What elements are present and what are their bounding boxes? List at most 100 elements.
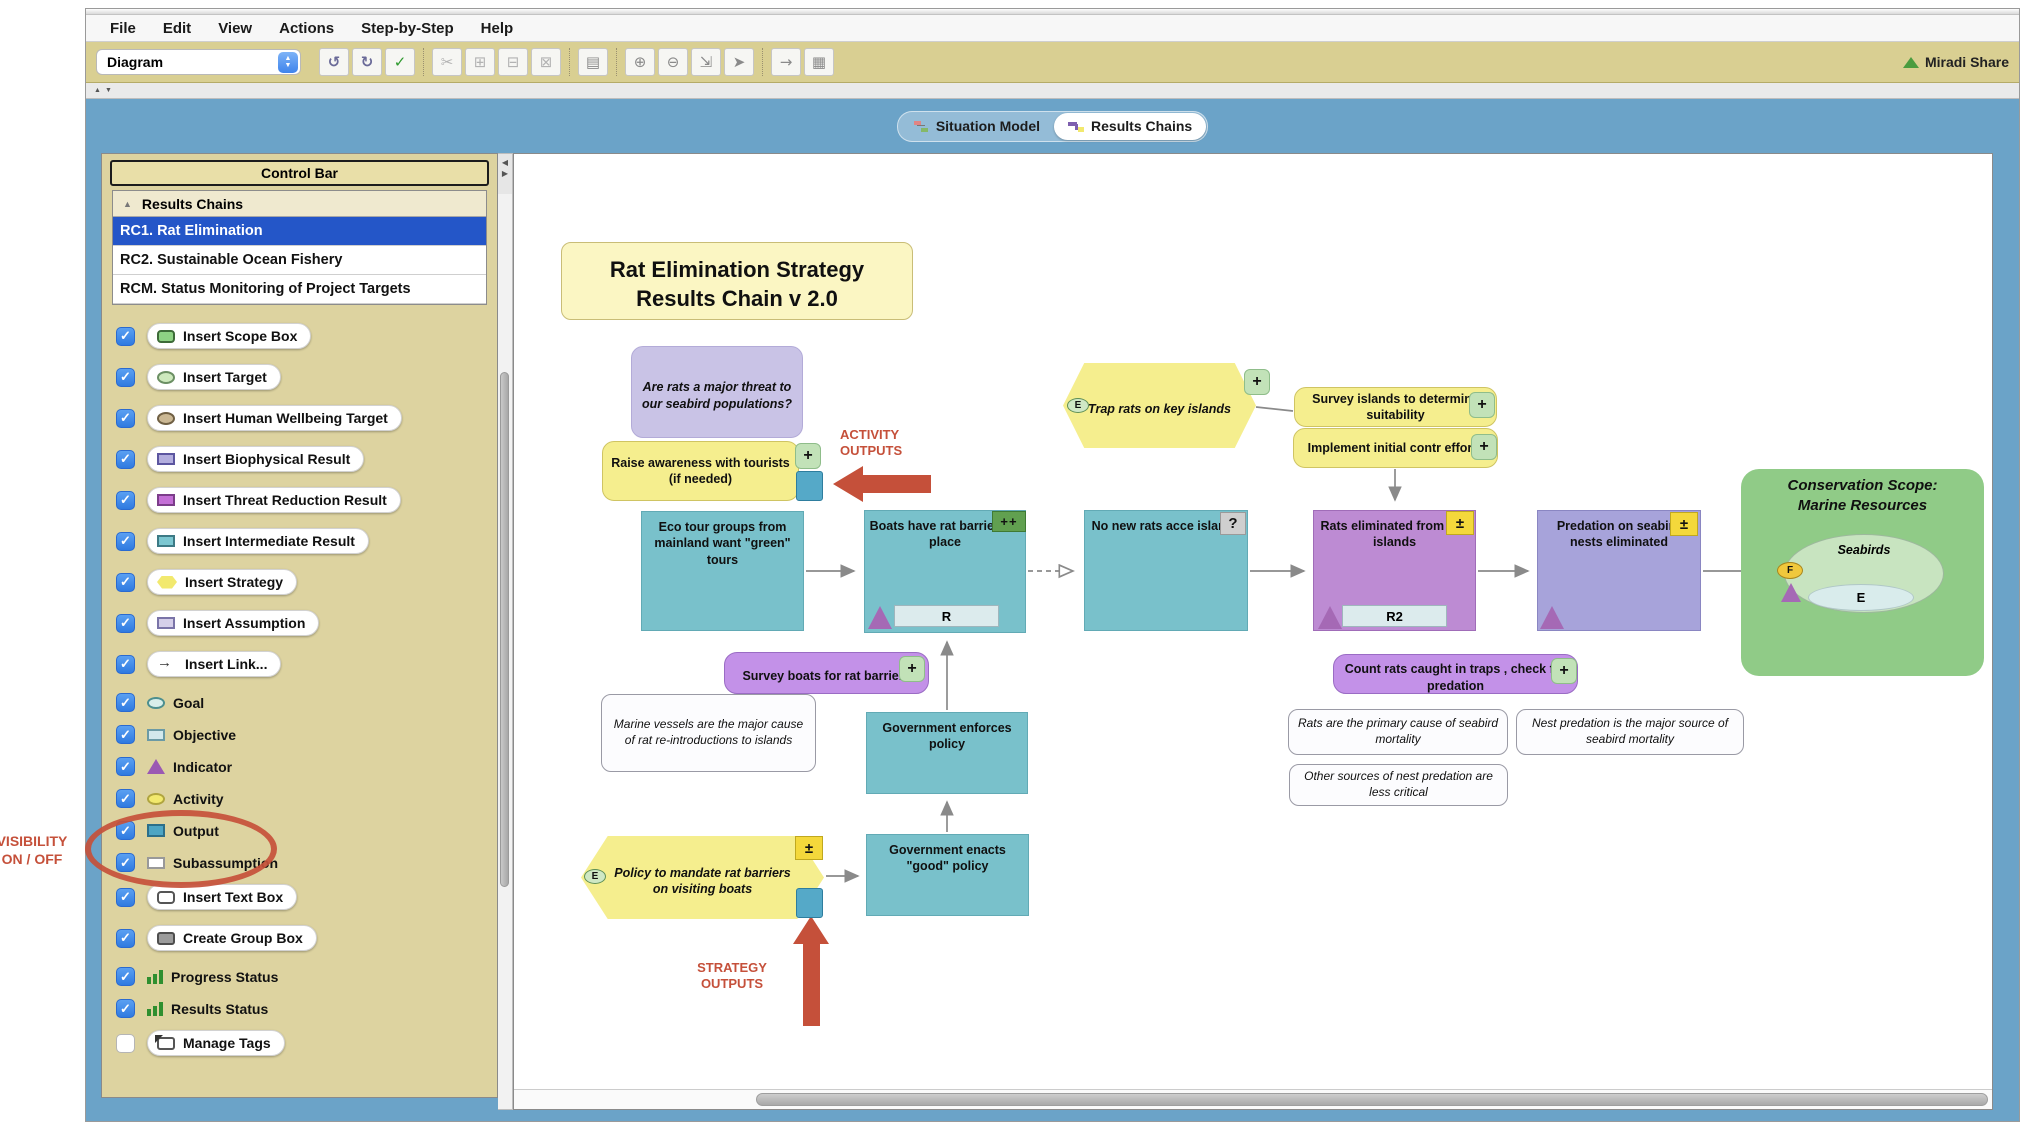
paste-icon[interactable]: ⊟ (498, 48, 528, 76)
collapse-triangle-icon[interactable]: ▲ (123, 198, 132, 209)
expand-plus-badge[interactable]: + (899, 656, 925, 682)
diagram-mode-icon[interactable]: ▦ (804, 48, 834, 76)
activity-raise-awareness[interactable]: Raise awareness with tourists (if needed… (602, 441, 799, 501)
assumption-rats-primary[interactable]: Rats are the primary cause of seabird mo… (1288, 709, 1508, 755)
delete-icon[interactable]: ⊠ (531, 48, 561, 76)
indicator-triangle[interactable] (1781, 583, 1801, 602)
button-insert-threat-reduction-result[interactable]: Insert Threat Reduction Result (147, 487, 401, 513)
zoom-fit-icon[interactable]: ⇲ (691, 48, 721, 76)
checkbox-insert-biophysical-result[interactable]: ✓ (116, 449, 135, 469)
button-insert-intermediate-result[interactable]: Insert Intermediate Result (147, 528, 369, 554)
expand-plus-badge[interactable]: + (795, 443, 821, 469)
indicator-triangle[interactable] (868, 606, 892, 629)
sidebar-scrollbar[interactable] (498, 194, 512, 1109)
button-insert-biophysical-result[interactable]: Insert Biophysical Result (147, 446, 365, 472)
chain-item-rc1[interactable]: RC1. Rat Elimination (113, 217, 486, 246)
zoom-out-icon[interactable]: ⊖ (658, 48, 688, 76)
checkbox-manage-tags[interactable] (116, 1033, 135, 1053)
collapse-right-icon[interactable]: ▶ (501, 169, 509, 178)
checkbox-indicator[interactable]: ✓ (116, 757, 135, 776)
checkbox-insert-text-box[interactable]: ✓ (116, 887, 135, 907)
menu-actions[interactable]: Actions (279, 19, 335, 37)
menu-edit[interactable]: Edit (162, 19, 192, 37)
zoom-in-icon[interactable]: ⊕ (625, 48, 655, 76)
miradi-share-button[interactable]: Miradi Share (1902, 54, 2009, 70)
button-manage-tags[interactable]: Manage Tags (147, 1030, 285, 1056)
expand-plus-badge[interactable]: + (1469, 392, 1495, 418)
checkbox-progress-status[interactable]: ✓ (116, 967, 135, 986)
collapse-down-icon[interactable]: ▼ (104, 87, 112, 94)
assumption-marine-vessels[interactable]: Marine vessels are the major cause of ra… (601, 694, 816, 772)
select-stepper-icon[interactable]: ▲▼ (278, 51, 298, 73)
result-eco-tour[interactable]: Eco tour groups from mainland want "gree… (641, 511, 804, 631)
objective-label-r[interactable]: R (894, 605, 999, 627)
diagram-canvas[interactable]: Rat Elimination Strategy Results Chain v… (513, 153, 1993, 1110)
insert-link-icon[interactable]: → (771, 48, 801, 76)
activity-count-rats[interactable]: Count rats caught in traps , check for p… (1333, 654, 1578, 694)
cut-icon[interactable]: ✂ (432, 48, 462, 76)
diagram-title[interactable]: Rat Elimination Strategy Results Chain v… (561, 242, 913, 320)
copy-icon[interactable]: ⊞ (465, 48, 495, 76)
expand-plus-badge[interactable]: + (1244, 369, 1270, 395)
checkbox-objective[interactable]: ✓ (116, 725, 135, 744)
button-insert-assumption[interactable]: Insert Assumption (147, 610, 320, 636)
checkbox-insert-target[interactable]: ✓ (116, 367, 135, 387)
canvas-hscrollbar[interactable] (514, 1089, 1992, 1109)
canvas-hscrollbar-thumb[interactable] (756, 1093, 1988, 1106)
checkbox-activity[interactable]: ✓ (116, 789, 135, 808)
chain-item-rc2[interactable]: RC2. Sustainable Ocean Fishery (113, 246, 486, 275)
activity-survey-boats[interactable]: Survey boats for rat barriers (724, 652, 929, 694)
objective-label-r2[interactable]: R2 (1342, 605, 1447, 627)
activity-output-marker[interactable] (796, 471, 823, 501)
results-chains-header[interactable]: ▲ Results Chains (113, 191, 486, 217)
checkbox-insert-scope-box[interactable]: ✓ (116, 326, 135, 346)
spell-check-icon[interactable]: ✓ (385, 48, 415, 76)
redo-icon[interactable]: ↻ (352, 48, 382, 76)
menu-file[interactable]: File (110, 19, 136, 37)
checkbox-create-group-box[interactable]: ✓ (116, 928, 135, 948)
checkbox-insert-human-wellbeing-target[interactable]: ✓ (116, 408, 135, 428)
button-insert-scope-box[interactable]: Insert Scope Box (147, 323, 312, 349)
collapse-up-icon[interactable]: ▲ (94, 87, 101, 94)
button-insert-target[interactable]: Insert Target (147, 364, 281, 390)
tab-situation-model[interactable]: Situation Model (899, 113, 1054, 140)
checkbox-insert-threat-reduction-result[interactable]: ✓ (116, 490, 135, 510)
strategy-trap-rats[interactable]: Trap rats on key islands (1063, 363, 1256, 448)
sidebar-scrollbar-thumb[interactable] (500, 372, 509, 887)
menu-help[interactable]: Help (480, 19, 514, 37)
print-icon[interactable]: ▤ (578, 48, 608, 76)
checkbox-insert-strategy[interactable]: ✓ (116, 572, 135, 592)
checkbox-results-status[interactable]: ✓ (116, 999, 135, 1018)
panel-splitter[interactable]: ◀ ▶ (498, 154, 512, 194)
button-insert-human-wellbeing-target[interactable]: Insert Human Wellbeing Target (147, 405, 402, 431)
checkbox-insert-link[interactable]: ✓ (116, 654, 135, 674)
chain-item-rcm[interactable]: RCM. Status Monitoring of Project Target… (113, 275, 486, 304)
strategy-policy-mandate[interactable]: Policy to mandate rat barriers on visiti… (581, 836, 824, 919)
view-mode-select[interactable]: Diagram ▲▼ (96, 49, 301, 75)
indicator-triangle[interactable] (1540, 606, 1564, 629)
pointer-icon[interactable]: ➤ (724, 48, 754, 76)
checkbox-insert-assumption[interactable]: ✓ (116, 613, 135, 633)
activity-survey-islands[interactable]: Survey islands to determine suitability (1294, 387, 1497, 427)
result-gov-enforces[interactable]: Government enforces policy (866, 712, 1028, 794)
button-insert-text-box[interactable]: Insert Text Box (147, 884, 298, 910)
expand-plus-badge[interactable]: + (1551, 658, 1577, 684)
button-insert-link[interactable]: Insert Link... (147, 651, 282, 677)
tab-results-chains[interactable]: Results Chains (1054, 112, 1207, 140)
checkbox-insert-intermediate-result[interactable]: ✓ (116, 531, 135, 551)
expand-plus-badge[interactable]: + (1471, 434, 1497, 460)
collapse-left-icon[interactable]: ◀ (501, 158, 509, 167)
button-create-group-box[interactable]: Create Group Box (147, 925, 317, 951)
result-gov-enacts[interactable]: Government enacts "good" policy (866, 834, 1029, 916)
menu-step-by-step[interactable]: Step-by-Step (361, 19, 454, 37)
goal-label-e[interactable]: E (1808, 584, 1914, 611)
checkbox-goal[interactable]: ✓ (116, 693, 135, 712)
menu-view[interactable]: View (218, 19, 253, 37)
assumption-other-sources[interactable]: Other sources of nest predation are less… (1289, 764, 1508, 806)
assumption-nest-predation[interactable]: Nest predation is the major source of se… (1516, 709, 1744, 755)
activity-implement-control[interactable]: Implement initial contr efforts (1293, 428, 1498, 468)
assumption-rats-threat[interactable]: Are rats a major threat to our seabird p… (631, 346, 803, 438)
undo-icon[interactable]: ↺ (319, 48, 349, 76)
button-insert-strategy[interactable]: Insert Strategy (147, 569, 298, 595)
indicator-triangle[interactable] (1318, 606, 1342, 629)
